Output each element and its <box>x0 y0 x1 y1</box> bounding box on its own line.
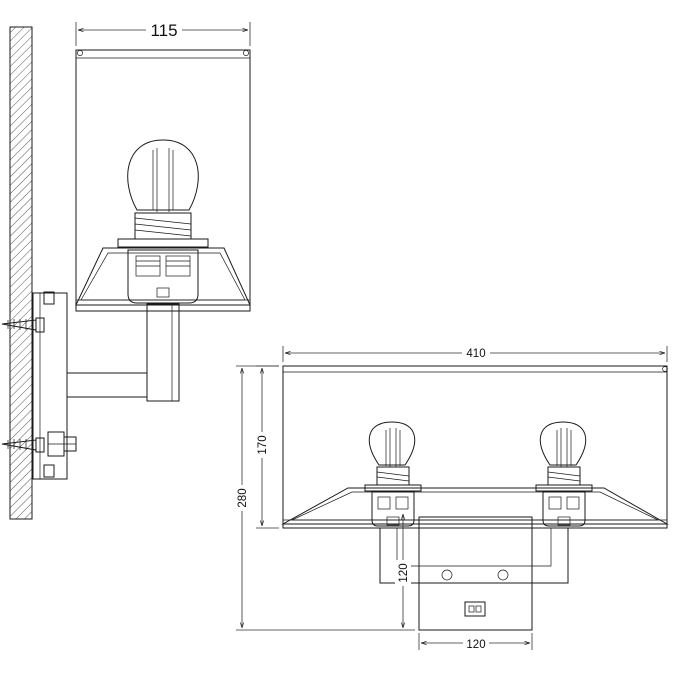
dimension-total-height: 280 <box>234 365 415 631</box>
switch <box>464 601 486 617</box>
dimension-label: 115 <box>150 21 177 40</box>
front-tray <box>281 487 669 525</box>
shade-screw <box>243 50 249 56</box>
side-shade <box>75 49 251 312</box>
side-socket <box>117 212 209 304</box>
shade-screw <box>662 366 668 372</box>
dimension-backplate-width: 120 <box>418 633 533 651</box>
dimension-front-width: 410 <box>282 345 668 362</box>
shade-screw <box>77 50 83 56</box>
dimension-arm-drop: 120 <box>395 514 411 628</box>
dimension-label: 170 <box>257 435 269 454</box>
side-tray <box>75 247 251 306</box>
wall-bracket <box>32 291 77 480</box>
dimension-label: 120 <box>398 563 410 582</box>
front-backplate <box>418 516 533 631</box>
dimension-side-width: 115 <box>75 20 251 46</box>
dimension-label: 280 <box>237 488 249 507</box>
side-view: 115 <box>1 20 251 520</box>
wall-screw-bottom <box>1 437 45 453</box>
side-stem <box>146 303 180 402</box>
front-arm <box>379 528 569 584</box>
front-shade <box>282 365 668 529</box>
side-arm <box>66 372 148 398</box>
front-view: 410 170 280 120 <box>234 345 669 651</box>
dimension-label: 120 <box>466 639 485 651</box>
dimension-shade-height: 170 <box>254 365 279 529</box>
side-bulb <box>127 139 199 212</box>
wall-screw-top <box>1 317 45 333</box>
wall-section <box>9 26 33 520</box>
front-bulb-left <box>364 421 422 527</box>
dimension-label: 410 <box>466 348 485 360</box>
front-bulb-right <box>535 421 593 527</box>
